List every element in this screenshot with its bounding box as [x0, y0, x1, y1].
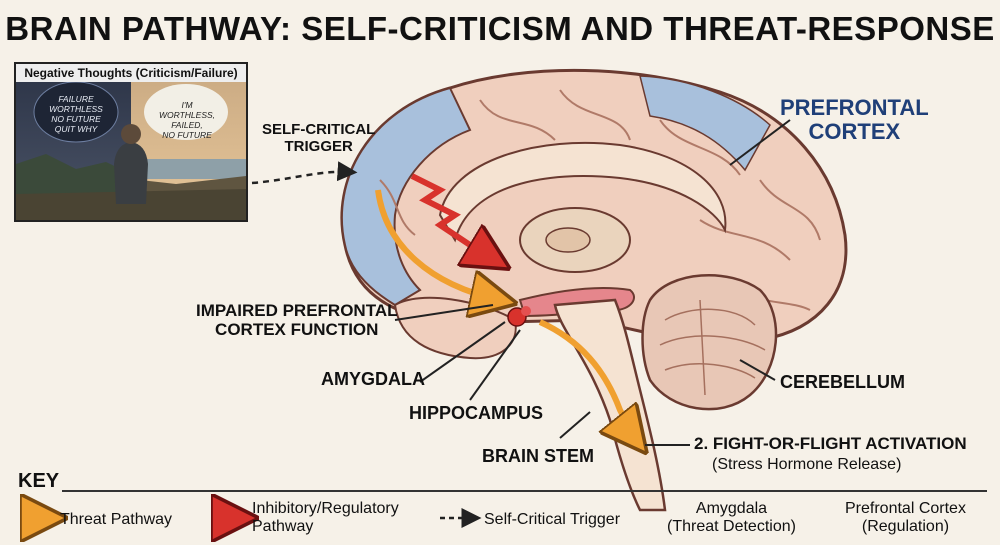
cerebellum-label: CEREBELLUM [780, 372, 905, 392]
bubble-line: I'M WORTHLESS, [158, 100, 216, 120]
impaired-pfc-label: IMPAIRED PREFRONTAL CORTEX FUNCTION [196, 301, 398, 339]
photo-scene [16, 64, 246, 220]
prefrontal-region [340, 86, 472, 307]
amygdala-label: AMYGDALA [321, 369, 425, 389]
key-pfc-label: Prefrontal Cortex (Regulation) [845, 500, 966, 535]
cerebellum-folds [659, 299, 766, 396]
key-inhibitory-line: Pathway [252, 517, 314, 535]
key-pfc-line: Prefrontal Cortex [845, 500, 966, 517]
self-critical-trigger-arrow [251, 161, 358, 185]
bubble-line: FAILED, [171, 120, 203, 130]
thalamus-inner [545, 227, 591, 253]
bubble-line: QUIT WHY [54, 124, 98, 134]
trigger-label: SELF-CRITICAL TRIGGER [262, 121, 376, 155]
negative-thoughts-photo: Negative Thoughts (Criticism/Failure) FA… [14, 62, 248, 222]
pfc-label: PREFRONTAL CORTEX [780, 95, 929, 145]
key-inhibitory-line: Inhibitory/Regulatory [252, 500, 399, 517]
leader-lines [394, 119, 791, 446]
fight-flight-sublabel: (Stress Hormone Release) [712, 456, 902, 473]
bubble-line: NO FUTURE [51, 114, 101, 124]
brainstem-label: BRAIN STEM [482, 446, 594, 466]
pfc-label-line: PREFRONTAL [780, 95, 929, 120]
impaired-label-line: IMPAIRED PREFRONTAL [196, 301, 398, 320]
key-amygdala-label: Amygdala (Threat Detection) [667, 500, 796, 535]
bubble-line: NO FUTURE [162, 130, 212, 140]
bubble-line: WORTHLESS [49, 104, 103, 114]
cerebellum-shape [641, 274, 778, 411]
amygdala-glow [521, 306, 531, 316]
prefrontal-region-top [639, 75, 771, 172]
impaired-label-line: CORTEX FUNCTION [215, 319, 379, 339]
bubble-line: FAILURE [58, 94, 94, 104]
dark-thought-bubble: FAILURE WORTHLESS NO FUTURE QUIT WHY [44, 94, 108, 134]
key-inhibitory-label: Inhibitory/Regulatory Pathway [252, 500, 399, 535]
key-threat-label: Threat Pathway [60, 511, 173, 528]
key-pfc-line: (Regulation) [861, 517, 950, 535]
key-trigger-label: Self-Critical Trigger [484, 511, 621, 528]
photo-caption: Negative Thoughts (Criticism/Failure) [16, 64, 246, 82]
key-amygdala-line: Amygdala [695, 500, 768, 517]
key-amygdala-line: (Threat Detection) [667, 517, 796, 535]
threat-pathway-arrow-2 [538, 319, 636, 440]
page-title: BRAIN PATHWAY: SELF-CRITICISM AND THREAT… [5, 10, 995, 47]
inhibitory-pathway-arrow [410, 173, 495, 260]
hippocampus-label: HIPPOCAMPUS [409, 403, 544, 423]
trigger-label-line: TRIGGER [284, 137, 353, 155]
corpus-callosum [438, 141, 727, 243]
pfc-label-line: CORTEX [808, 119, 901, 145]
fight-flight-label: 2. FIGHT-OR-FLIGHT ACTIVATION [694, 434, 967, 453]
light-thought-bubble: I'M WORTHLESS, FAILED, NO FUTURE [154, 100, 220, 140]
key-divider [62, 490, 987, 492]
key-title: KEY [18, 470, 60, 492]
trigger-label-line: SELF-CRITICAL [262, 121, 376, 138]
threat-pathway-arrow-1 [375, 189, 500, 300]
